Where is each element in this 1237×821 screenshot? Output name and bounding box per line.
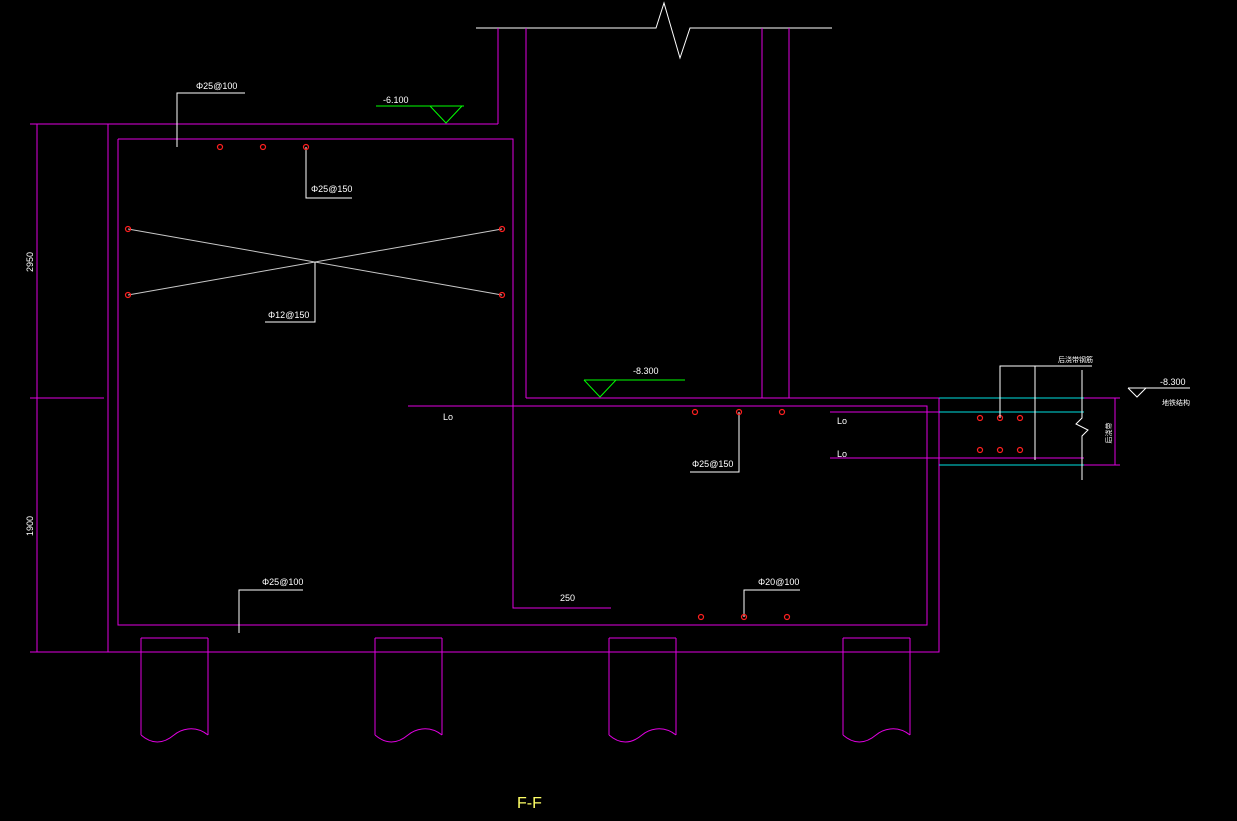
rebar-top-inner: Φ25@150	[305, 147, 352, 199]
upper-shaft	[476, 1, 832, 398]
rebar-step-top: Φ25@150	[690, 412, 740, 473]
step-offset-label: 250	[560, 593, 575, 603]
left-dimension: 2950 1900	[25, 123, 108, 653]
dim-lower-height: 1900	[25, 516, 35, 536]
rebar-bottom-left: Φ25@100	[238, 577, 303, 633]
lo-right-lower: Lo	[837, 449, 847, 459]
rebar-wall-cross: Φ12@150	[127, 228, 503, 323]
note-level: 地铁结构	[1162, 398, 1190, 407]
pile	[842, 637, 911, 743]
pile	[374, 637, 443, 743]
level-right: -8.300	[1160, 377, 1186, 387]
svg-text:Φ25@150: Φ25@150	[311, 184, 352, 194]
piles	[140, 637, 911, 743]
svg-text:Φ12@150: Φ12@150	[268, 310, 309, 320]
dim-upper-height: 2950	[25, 252, 35, 272]
rebar-dots	[124, 143, 1024, 621]
break-line	[476, 1, 832, 60]
lo-left: Lo	[443, 412, 453, 422]
pile	[608, 637, 677, 743]
lo-right-upper: Lo	[837, 416, 847, 426]
level-marker-pit: -8.300	[583, 366, 685, 398]
section-title: F-F	[517, 795, 542, 812]
svg-text:Φ25@150: Φ25@150	[692, 459, 733, 469]
svg-text:Φ25@100: Φ25@100	[262, 577, 303, 587]
svg-text:Φ25@100: Φ25@100	[196, 81, 237, 91]
right-connection: 后浇带钢筋 -8.300 地铁结构 后浇带	[939, 355, 1190, 480]
svg-text:Φ20@100: Φ20@100	[758, 577, 799, 587]
note-top: 后浇带钢筋	[1058, 355, 1093, 364]
rebar-top-outer: Φ25@100	[176, 81, 245, 147]
structure-outline	[107, 123, 940, 653]
pile	[140, 637, 209, 743]
svg-text:-6.100: -6.100	[383, 95, 409, 105]
rebar-bottom-right: Φ20@100	[743, 577, 800, 617]
svg-text:-8.300: -8.300	[633, 366, 659, 376]
level-marker-top: -6.100	[376, 95, 464, 124]
note-vertical: 后浇带	[1104, 423, 1113, 444]
break-line-right	[1075, 370, 1089, 480]
